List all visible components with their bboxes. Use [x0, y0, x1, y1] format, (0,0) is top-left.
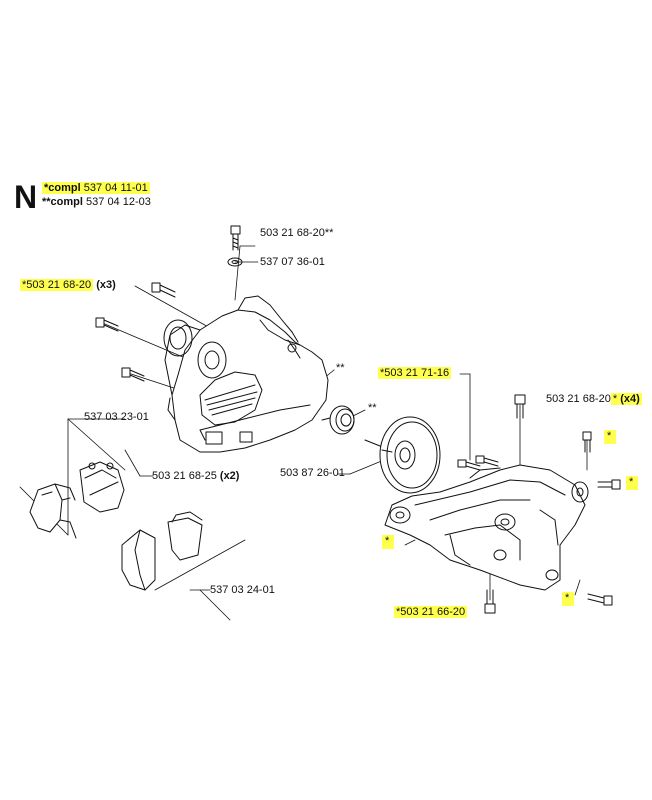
label-clutch-drum: 503 87 26-01 — [280, 467, 345, 479]
crankcase-housing — [163, 295, 329, 453]
compl-prefix-1: *compl — [44, 182, 81, 194]
label-screw-cover: 503 21 68-25 (x2) — [152, 470, 239, 483]
label-bolt-right-qty: (x4) — [620, 393, 640, 405]
label-cover-a: 537 03 23-01 — [84, 411, 149, 423]
label-bolt-left: *503 21 68-20 (x3) — [20, 279, 116, 292]
compl-line-2: **compl 537 04 12-03 — [42, 196, 151, 209]
label-bolt-housing-code: *503 21 71-16 — [378, 367, 452, 379]
label-star-b: * — [626, 476, 639, 490]
bolt-right-horizontal — [597, 479, 621, 490]
label-star-a: * — [604, 430, 617, 444]
label-bolt-bottom: *503 21 66-20 — [394, 606, 468, 619]
label-washer-top: 537 07 36-01 — [260, 256, 325, 268]
label-double-star-1: ** — [336, 362, 345, 374]
bolt-housing-1 — [457, 459, 481, 471]
label-bolt-housing: *503 21 71-16 — [378, 367, 452, 380]
label-screw-cover-code: 503 21 68-25 — [152, 470, 217, 482]
label-screw-cover-qty: (x2) — [219, 470, 240, 482]
cover-half-b — [167, 511, 203, 561]
gear-housing — [384, 464, 589, 591]
label-bolt-right-star: * — [612, 393, 618, 405]
compl-code-1: 537 04 11-01 — [83, 182, 148, 194]
bolt-right-lower — [587, 593, 613, 606]
section-letter: N — [14, 179, 38, 215]
clutch-drum — [364, 416, 441, 494]
compl-code-2: 537 04 12-03 — [86, 196, 151, 208]
bolt-top — [230, 225, 241, 251]
label-cover-b: 537 03 24-01 — [210, 584, 275, 596]
label-bolt-top: 503 21 68-20** — [260, 227, 334, 239]
bolt-left-3 — [121, 367, 145, 382]
compl-prefix-2: **compl — [42, 196, 83, 208]
bolt-left-2 — [95, 317, 119, 332]
label-star-c: * — [382, 535, 395, 549]
cover-half-a — [121, 529, 156, 591]
label-bolt-bottom-code: *503 21 66-20 — [394, 606, 468, 618]
cover-clamp-b — [79, 461, 125, 513]
label-bolt-left-qty: (x3) — [96, 279, 116, 291]
label-bolt-right: 503 21 68-20* (x4) — [546, 393, 642, 406]
bolt-left-1 — [151, 282, 176, 298]
bolt-housing-2 — [475, 455, 499, 467]
compl-line-1: *compl 537 04 11-01 — [42, 182, 150, 195]
bearing — [321, 405, 355, 435]
bolt-bottom — [484, 589, 496, 614]
cover-clamp-a — [29, 483, 77, 539]
washer-top — [227, 257, 243, 267]
label-double-star-2: ** — [368, 402, 377, 414]
label-star-d: * — [562, 592, 575, 606]
bolt-right-small — [582, 431, 592, 453]
label-bolt-left-code: *503 21 68-20 — [20, 279, 94, 291]
bolt-right-vertical — [514, 394, 526, 419]
label-bolt-right-code: 503 21 68-20 — [546, 393, 611, 405]
